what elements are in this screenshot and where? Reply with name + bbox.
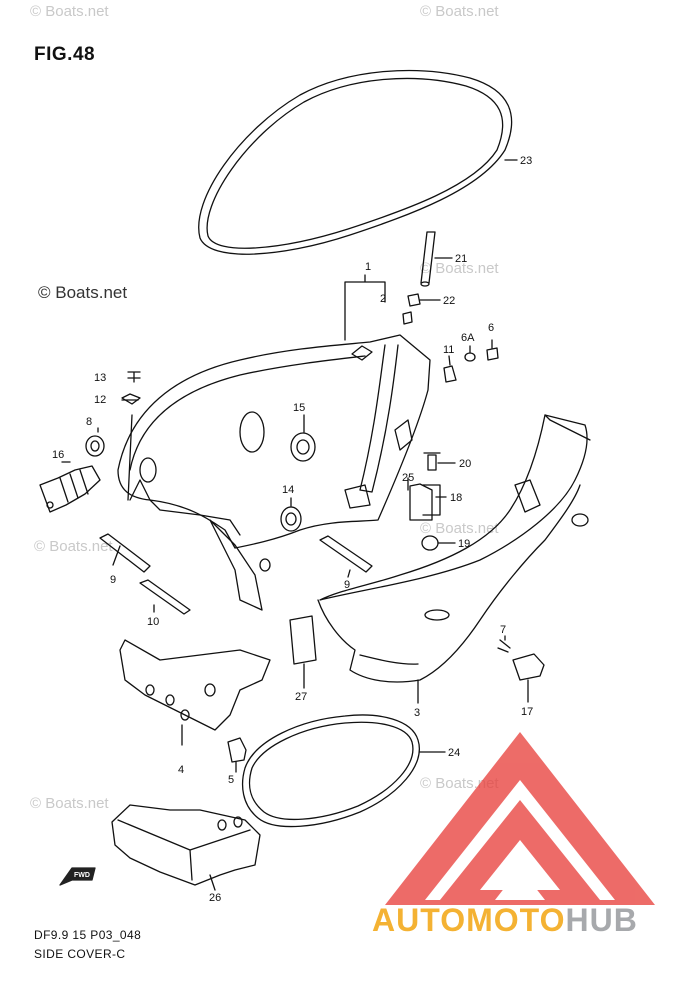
callout-25: 25 [402, 472, 414, 484]
callout-9-left: 9 [110, 574, 116, 586]
figure-caption: SIDE COVER-C [34, 947, 126, 961]
callout-21: 21 [455, 253, 467, 265]
washer-6a [465, 353, 475, 361]
grommet-14 [281, 507, 301, 531]
callout-2: 2 [380, 293, 386, 305]
watermark: © Boats.net [420, 260, 499, 277]
bolt-9-left [100, 534, 150, 572]
bracket-25 [410, 484, 432, 520]
grommet-8 [86, 436, 104, 456]
callout-13: 13 [94, 372, 106, 384]
watermark: © Boats.net [420, 3, 499, 20]
damper-16 [40, 466, 100, 512]
callout-5: 5 [228, 774, 234, 786]
fwd-arrow-icon [60, 868, 95, 885]
screw-13 [128, 372, 140, 382]
callout-7: 7 [500, 624, 506, 636]
callout-24: 24 [448, 747, 460, 759]
callout-12: 12 [94, 394, 106, 406]
callout-15: 15 [293, 402, 305, 414]
callout-26: 26 [209, 892, 221, 904]
grommet-22 [408, 294, 420, 306]
watermark: © Boats.net [34, 538, 113, 555]
callout-11: 11 [443, 344, 454, 356]
figure-title: FIG.48 [34, 44, 96, 65]
seal-ring-23 [199, 71, 512, 255]
watermark: © Boats.net [30, 3, 109, 20]
callout-23: 23 [520, 155, 532, 167]
callout-8: 8 [86, 416, 92, 428]
brand-part-a: AUTOMOTO [372, 902, 566, 938]
seal-ring-24 [243, 715, 420, 827]
watermark: © Boats.net [38, 283, 128, 302]
callout-6: 6 [488, 322, 494, 334]
brand-part-b: HUB [565, 902, 638, 938]
callout-1: 1 [365, 261, 371, 273]
bracket-26 [112, 805, 260, 890]
bolt-9-right [320, 536, 372, 572]
callout-9-right: 9 [344, 579, 350, 591]
bracket-18 [423, 485, 440, 515]
clip-12 [122, 394, 140, 404]
watermark: © Boats.net [420, 520, 499, 537]
bolt-10 [140, 580, 190, 614]
brand-wordmark: AUTOMOTOHUB [372, 902, 638, 939]
fitting-2 [403, 312, 412, 324]
side-cover-right-3 [318, 415, 590, 682]
callout-17: 17 [521, 706, 533, 718]
screw-7 [498, 640, 510, 652]
bolt-6 [487, 348, 498, 360]
pad-27 [290, 616, 316, 664]
callout-3: 3 [414, 707, 420, 719]
callout-22: 22 [443, 295, 455, 307]
brand-logo-icon [385, 732, 655, 905]
callout-19: 19 [458, 538, 470, 550]
callout-4: 4 [178, 764, 184, 776]
side-cover-left-1 [118, 335, 430, 610]
grommet-15 [291, 433, 315, 461]
cap-19 [422, 536, 438, 550]
callout-27: 27 [295, 691, 307, 703]
knob-17 [513, 654, 544, 680]
callout-14: 14 [282, 484, 294, 496]
callout-16: 16 [52, 449, 64, 461]
bolt-20 [424, 453, 440, 470]
grommet-5 [228, 738, 246, 762]
watermark: © Boats.net [30, 795, 109, 812]
bracket-plate-4 [120, 640, 270, 745]
callout-10: 10 [147, 616, 159, 628]
nut-11 [444, 366, 456, 382]
hose-21 [421, 232, 435, 283]
model-code: DF9.9 15 P03_048 [34, 928, 142, 942]
fwd-label: FWD [74, 872, 90, 879]
callout-18: 18 [450, 492, 462, 504]
callout-6a: 6A [461, 332, 475, 344]
callout-20: 20 [459, 458, 471, 470]
